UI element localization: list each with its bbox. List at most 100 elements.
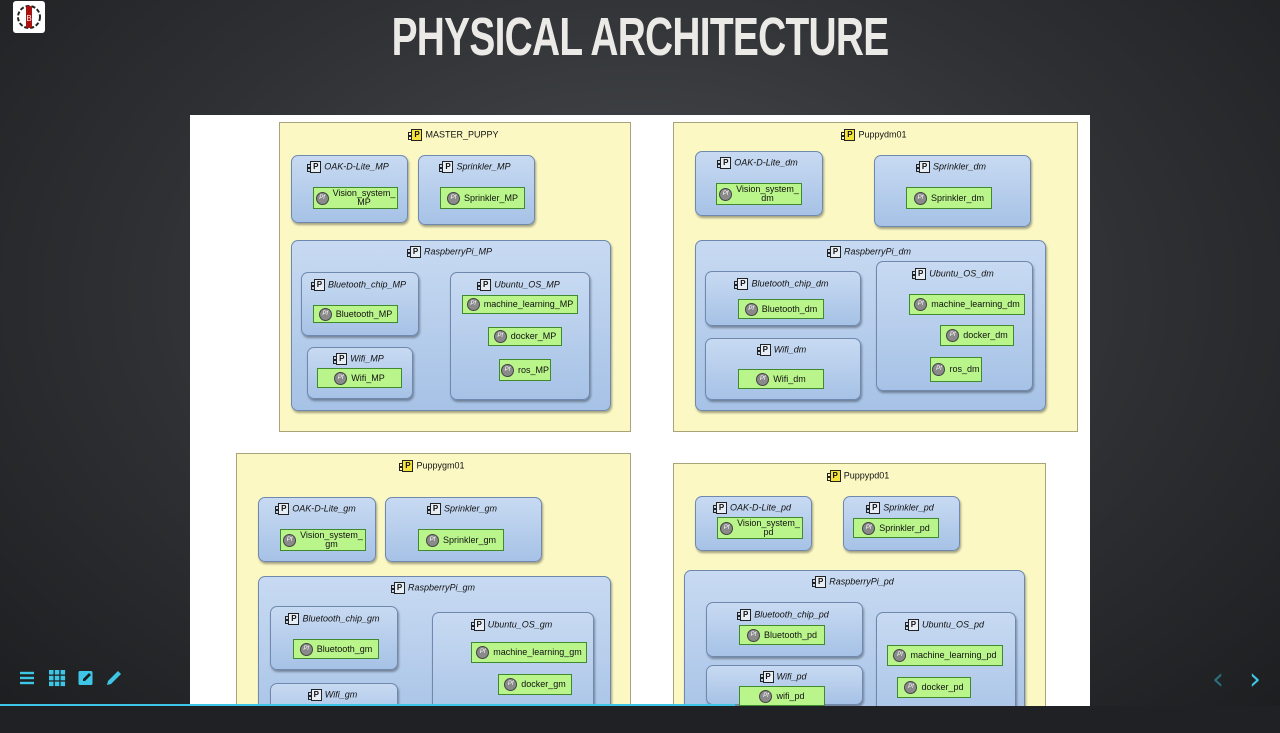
package-stereotype-icon: P [439,161,454,173]
part-property-icon: Pf [504,678,518,691]
next-slide-button[interactable]: › [1249,662,1261,697]
package-stereotype-icon: P [470,619,485,631]
part-property-icon: Pf [759,689,773,703]
slide-title: PHYSICAL ARCHITECTURE [391,7,890,67]
package-stereotype-icon: P [712,502,727,514]
package-stereotype-icon: P [904,619,919,631]
package-stereotype-icon: P [826,470,841,482]
package-stereotype-icon: P [408,129,423,141]
package-stereotype-icon: P [390,582,405,594]
package-stereotype-icon: P [406,246,421,258]
part-property-icon: Pf [904,681,918,694]
part-property-icon: Pf [720,521,734,535]
bottom-bar [0,706,1280,733]
part-property-icon: Pf [283,533,297,547]
package-stereotype-icon: P [912,268,927,280]
pencil-icon[interactable] [105,669,123,692]
menu-icon[interactable] [18,669,36,692]
part-property-icon: Pf [744,302,758,316]
app-logo[interactable]: B [13,1,45,33]
chevron-right-icon: › [1249,662,1261,697]
edit-note-icon[interactable] [77,669,95,692]
package-stereotype-icon: P [841,129,856,141]
package-stereotype-icon: P [812,576,827,588]
package-stereotype-icon: P [826,246,841,258]
package-stereotype-icon: P [285,613,300,625]
part-property-icon: Pf [334,371,348,385]
part-property-icon: Pf [299,642,313,656]
package-stereotype-icon: P [734,278,749,290]
part-property-icon: Pf [425,533,439,547]
package-stereotype-icon: P [866,502,881,514]
package-stereotype-icon: P [426,503,441,515]
part-property-icon: Pf [946,329,960,342]
grid-icon[interactable] [48,669,66,692]
part-property-icon: Pf [746,628,760,642]
part-property-icon: Pf [756,372,770,386]
package-stereotype-icon: P [477,279,492,291]
part-property-icon: Pf [932,363,946,376]
package-stereotype-icon: P [310,279,325,291]
part-property-icon: Pf [493,330,507,343]
part-property-icon: Pf [913,191,927,205]
package-stereotype-icon: P [756,344,771,356]
package-stereotype-icon: P [399,460,414,472]
package-stereotype-icon: P [307,161,322,173]
prev-slide-button[interactable]: ‹ [1212,662,1224,697]
package-stereotype-icon: P [759,671,774,683]
part-property-icon: Pf [914,298,928,311]
